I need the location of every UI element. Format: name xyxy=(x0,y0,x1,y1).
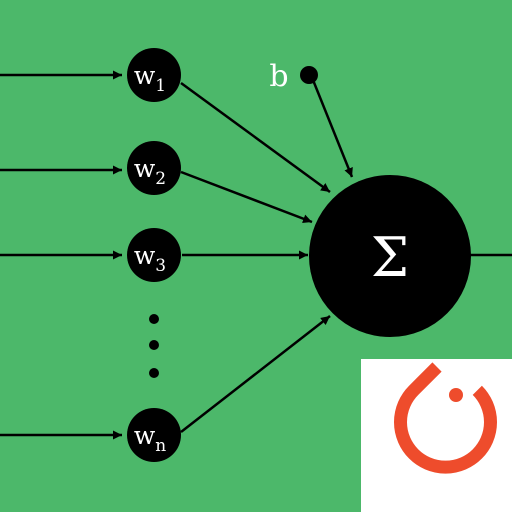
weight-node-2: w2 xyxy=(127,141,181,195)
sum-node: Σ xyxy=(309,175,471,337)
weight-3-sub: 3 xyxy=(155,256,166,276)
svg-text:w2: w2 xyxy=(134,154,166,189)
weight-2-sub: 2 xyxy=(155,169,166,189)
weight-node-1: w1 xyxy=(127,48,181,102)
sum-symbol: Σ xyxy=(371,226,409,289)
weight-3-base: w xyxy=(134,241,156,270)
svg-text:w3: w3 xyxy=(134,241,166,276)
pytorch-logo-icon xyxy=(394,362,497,474)
weight-n-sub: n xyxy=(155,436,166,456)
weight-arrow-2 xyxy=(180,170,313,224)
bias-arrow xyxy=(311,79,354,178)
pytorch-logo-panel xyxy=(361,359,512,512)
weight-1-base: w xyxy=(134,61,156,90)
weight-node-3: w3 xyxy=(127,228,181,282)
svg-text:w1: w1 xyxy=(134,61,166,96)
bias-node xyxy=(300,66,318,84)
weight-1-sub: 1 xyxy=(155,76,166,96)
weight-arrow-n xyxy=(180,315,331,433)
svg-text:wn: wn xyxy=(134,421,166,456)
weight-2-base: w xyxy=(134,154,156,183)
bias-label: b xyxy=(269,59,288,94)
weight-n-base: w xyxy=(134,421,156,450)
ellipsis-dots xyxy=(149,314,159,378)
weight-arrow-1 xyxy=(180,81,331,194)
weight-node-n: wn xyxy=(127,408,181,462)
